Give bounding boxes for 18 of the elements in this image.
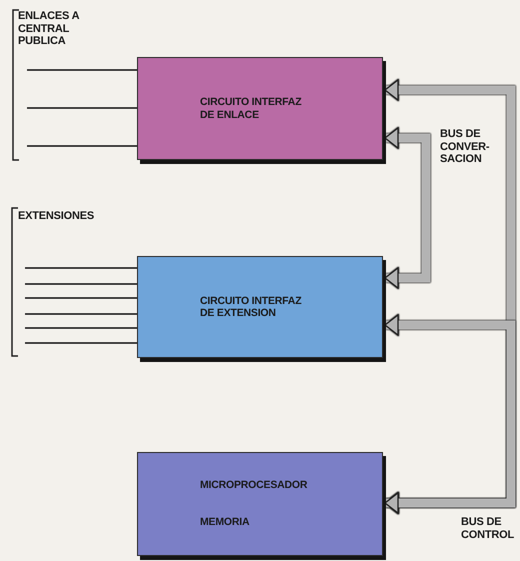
signal-line xyxy=(25,297,137,299)
signal-line xyxy=(27,69,137,71)
group-label: EXTENSIONES xyxy=(18,210,96,223)
signal-line xyxy=(25,342,137,344)
block-label: CIRCUITO INTERFAZ DE ENLACE xyxy=(200,96,302,121)
signal-line xyxy=(25,313,137,315)
signal-line xyxy=(25,283,137,285)
block-label: MEMORIA xyxy=(200,516,250,529)
group-label: ENLACES A CENTRAL PUBLICA xyxy=(18,10,80,48)
signal-line xyxy=(27,145,137,147)
block-label: CIRCUITO INTERFAZ DE EXTENSION xyxy=(200,294,302,320)
signal-line xyxy=(25,267,137,269)
block-label: MICROPROCESADOR xyxy=(200,479,308,492)
edge-label: BUS DE CONTROL xyxy=(461,516,515,542)
bus-arrow xyxy=(384,127,430,289)
edge-label: BUS DE CONVER-SACION xyxy=(440,128,490,166)
signal-line xyxy=(25,327,137,329)
signal-line xyxy=(27,107,137,109)
